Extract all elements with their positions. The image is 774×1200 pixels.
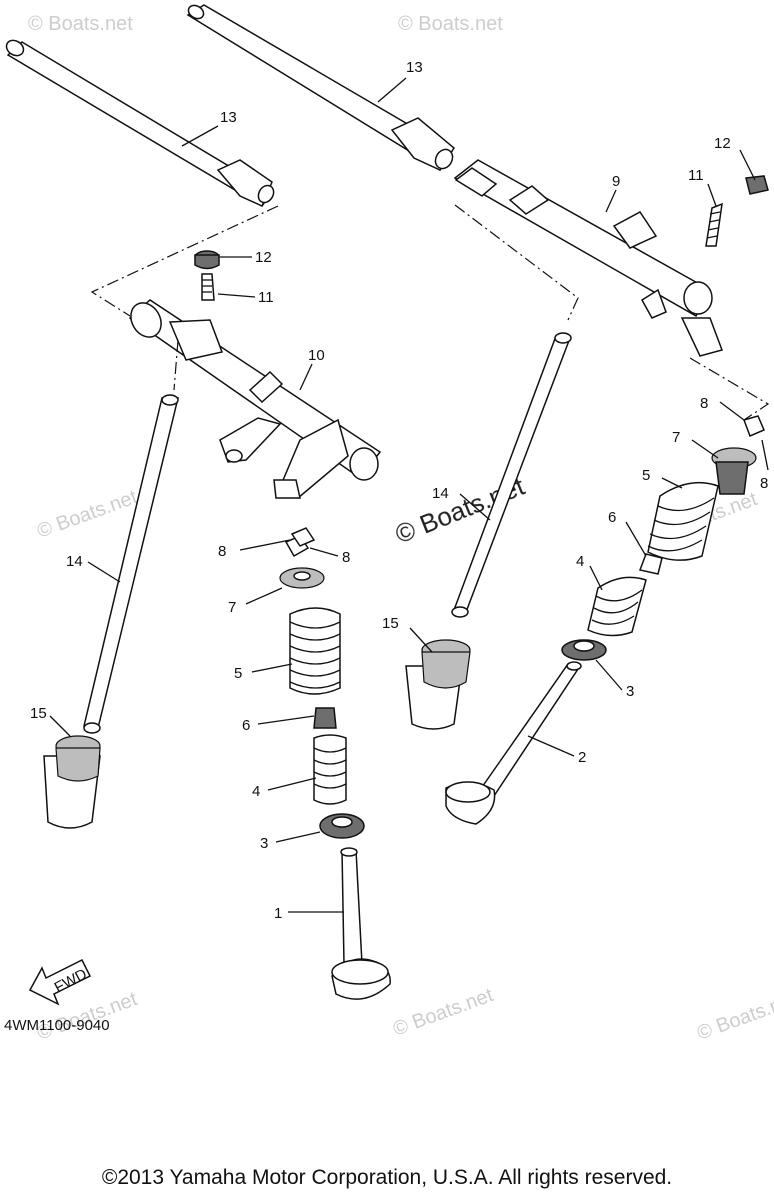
callout-2: 2 (578, 749, 586, 766)
adjuster-right (705, 175, 769, 247)
adjuster-left (194, 250, 220, 301)
watermark: © Boats.net (28, 13, 133, 35)
callout-labels: 13 13 12 11 10 9 11 12 8 8 7 5 6 4 3 2 1… (30, 59, 768, 922)
callout-13: 13 (220, 109, 237, 126)
callout-8: 8 (760, 475, 768, 492)
alignment-line (454, 204, 579, 321)
callout-3: 3 (260, 835, 268, 852)
watermark: © Boats.net (34, 486, 140, 543)
valve-assembly-left (279, 527, 391, 1000)
fwd-arrow: FWD (28, 958, 92, 1006)
copyright-notice: ©2013 Yamaha Motor Corporation, U.S.A. A… (101, 1166, 673, 1189)
callout-7: 7 (672, 429, 680, 446)
callout-11: 11 (688, 167, 704, 184)
callout-4: 4 (252, 783, 260, 800)
alignment-line (173, 339, 179, 391)
lifter-rod-right (451, 332, 572, 618)
rocker-arm-right (453, 159, 723, 357)
alignment-line (689, 357, 770, 421)
pushrod-right (186, 4, 455, 172)
callout-12: 12 (255, 249, 272, 266)
callout-6: 6 (608, 509, 616, 526)
alignment-line (90, 205, 279, 317)
watermark: © Boats.net (398, 13, 503, 35)
callout-9: 9 (612, 173, 620, 190)
callout-5: 5 (642, 467, 650, 484)
callout-leaders (49, 77, 769, 913)
callout-11: 11 (258, 289, 274, 306)
callout-8: 8 (218, 543, 226, 560)
callout-6: 6 (242, 717, 250, 734)
callout-4: 4 (576, 553, 584, 570)
callout-14: 14 (432, 485, 449, 502)
callout-10: 10 (308, 347, 325, 364)
pushrod-left (5, 39, 275, 208)
rocker-arm-left (128, 299, 382, 499)
lifter-rod-left (83, 394, 179, 734)
callout-14: 14 (66, 553, 83, 570)
watermark: © Boats.net (390, 984, 496, 1041)
callout-15: 15 (30, 705, 47, 722)
callout-5: 5 (234, 665, 242, 682)
watermark: © Boats.net (694, 988, 774, 1045)
valve-lifter-right (405, 639, 471, 730)
valve-assembly-right (445, 415, 765, 825)
callout-7: 7 (228, 599, 236, 616)
callout-1: 1 (274, 905, 282, 922)
callout-12: 12 (714, 135, 731, 152)
valve-lifter-left (43, 735, 101, 829)
callout-15: 15 (382, 615, 399, 632)
callout-8: 8 (342, 549, 350, 566)
callout-3: 3 (626, 683, 634, 700)
diagram-code: 4WM1100-9040 (4, 1017, 110, 1034)
callout-8: 8 (700, 395, 708, 412)
callout-13: 13 (406, 59, 423, 76)
